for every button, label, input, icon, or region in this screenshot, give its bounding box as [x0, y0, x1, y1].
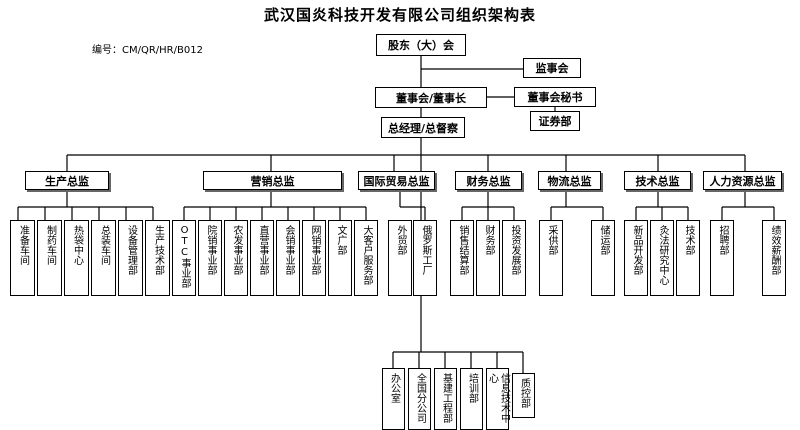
unit-box: 院销事业部	[198, 220, 222, 296]
supervisors-box: 监事会	[523, 58, 581, 78]
unit-box: 俄罗斯工厂	[413, 220, 437, 296]
unit-box: 投资发展部	[502, 220, 526, 296]
unit-box: 生产技术部	[145, 220, 170, 296]
unit-box: 总装车间	[91, 220, 116, 296]
unit-box: 农发事业部	[224, 220, 248, 296]
securities-box: 证券部	[530, 111, 580, 131]
production-director-box: 生产总监	[25, 171, 109, 190]
unit-box: 设备管理部	[118, 220, 143, 296]
unit-box: 新品开发部	[624, 220, 648, 296]
unit-box: 会销事业部	[276, 220, 300, 296]
unit-box: 准备车间	[10, 220, 35, 296]
chart-title: 武汉国炎科技开发有限公司组织架构表	[263, 6, 536, 24]
secretary-box: 董事会秘书	[514, 87, 596, 107]
hr-director-box: 人力资源总监	[703, 171, 782, 190]
unit-box: 技术部	[676, 220, 700, 296]
unit-box: 灸法研究中心	[650, 220, 674, 296]
document-code: 编号：CM/QR/HR/B012	[92, 45, 203, 56]
unit-box: 销售结算部	[450, 220, 474, 296]
general-manager-box: 总经理/总督察	[381, 117, 465, 138]
unit-box: 储运部	[591, 220, 615, 296]
unit-box: 基建工程部	[434, 368, 457, 430]
unit-box: 财务部	[476, 220, 500, 296]
unit-box: 网销事业部	[302, 220, 326, 296]
unit-box: 质控部	[512, 373, 535, 418]
unit-box: OTC事业部	[172, 220, 196, 296]
unit-box: 招聘部	[710, 220, 734, 296]
international-trade-director-box: 国际贸易总监	[358, 171, 435, 190]
logistics-director-box: 物流总监	[538, 171, 601, 190]
unit-box: 大客户服务部	[354, 220, 378, 296]
finance-director-box: 财务总监	[455, 171, 522, 190]
unit-box: 办公室	[382, 368, 405, 430]
unit-box: 外贸部	[388, 220, 412, 296]
unit-box: 绩效薪酬部	[762, 220, 786, 296]
unit-box: 文广部	[328, 220, 352, 296]
unit-box: 直营事业部	[250, 220, 274, 296]
unit-box: 全国分公司	[408, 368, 431, 430]
marketing-director-box: 营销总监	[203, 171, 342, 190]
unit-box: 采供部	[539, 220, 563, 296]
unit-box: 热袋中心	[64, 220, 89, 296]
technology-director-box: 技术总监	[624, 171, 691, 190]
unit-box: 制药车间	[37, 220, 62, 296]
unit-box: 培训部	[460, 368, 483, 430]
shareholders-box: 股东（大）会	[376, 34, 466, 56]
board-box: 董事会/董事长	[375, 87, 487, 108]
unit-box: 信息技术中心	[486, 368, 510, 430]
